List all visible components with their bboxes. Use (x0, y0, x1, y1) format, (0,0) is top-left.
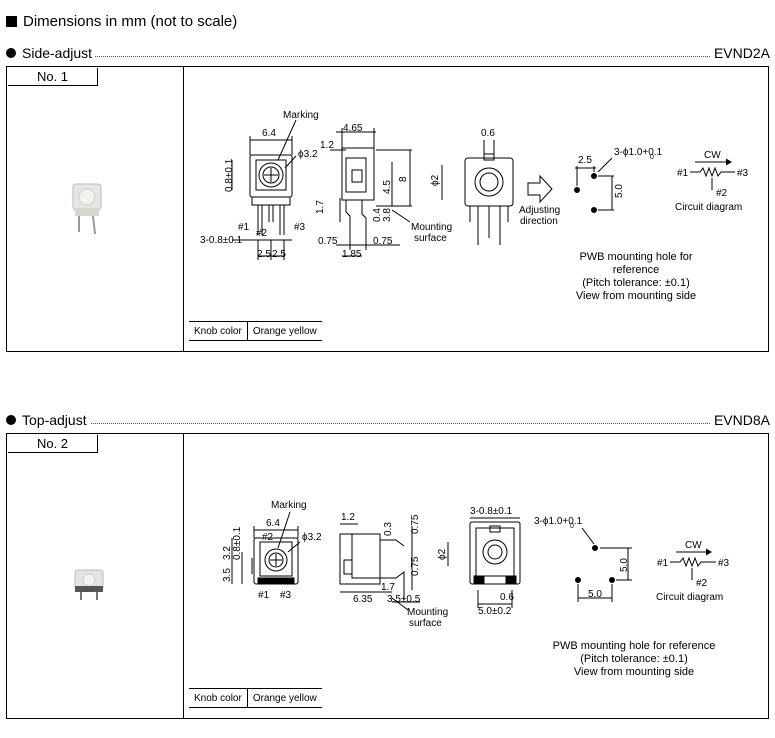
pin-1: #1 (258, 590, 270, 601)
bullet-icon (6, 48, 16, 58)
dim-3-5: 3.5 (222, 568, 233, 582)
knob-color-label: Knob color (189, 688, 248, 708)
adjusting-direction-1: Adjusting (519, 205, 560, 216)
dim-0-8: 0.8±0.1 (224, 158, 235, 192)
dim-2-5a: 2.5 (257, 249, 271, 260)
dim-3-5pm: 3.5±0.5 (387, 594, 421, 605)
mounting-surface-2: surface (414, 233, 447, 244)
panel-divider (183, 67, 184, 351)
knob-color-value: Orange yellow (247, 688, 322, 708)
hole-dim: 3-ϕ1.0+0.1 (534, 516, 583, 527)
hole-dim: 3-ϕ1.0+0.1 (614, 147, 663, 158)
dim-1-2: 1.2 (320, 140, 334, 151)
dim-0-6: 0.6 (500, 592, 514, 603)
product-photo (72, 183, 102, 235)
model-number: EVND8A (713, 412, 770, 428)
dim-0-75a: 0.75 (318, 236, 338, 247)
dim-0-75b: 0.75 (373, 236, 393, 247)
dim-phi3-2: ϕ3.2 (302, 532, 322, 543)
cw-label: CW (685, 540, 702, 551)
hole-5-0b: 5.0 (619, 558, 630, 572)
dim-0-75a: 0.75 (410, 514, 421, 534)
dim-1-7: 1.7 (315, 200, 326, 214)
dim-1-85: 1.85 (342, 249, 362, 260)
dim-pins: 3-0.8±0.1 (200, 235, 243, 246)
dim-4-5: 4.5 (382, 180, 393, 194)
dim-0-4: 0.4 (372, 208, 383, 222)
dim-8: 8 (398, 176, 409, 182)
pin-2: #2 (256, 228, 268, 239)
dim-0-75b: 0.75 (410, 556, 421, 576)
mounting-surface-1: Mounting (407, 607, 448, 618)
dim-phi2: ϕ2 (430, 174, 441, 186)
section-header-top-adjust: Top-adjust EVND8A (6, 412, 770, 428)
knob-color-table: Knob color Orange yellow (189, 321, 322, 341)
dim-3-8: 3.8 (382, 208, 393, 222)
dim-pins: 3-0.8±0.1 (470, 506, 513, 517)
knob-color-table: Knob color Orange yellow (189, 688, 322, 708)
pin-1-circuit: #1 (677, 168, 689, 179)
pin-2: #2 (262, 532, 274, 543)
dim-1-7: 1.7 (381, 582, 395, 593)
hole-2-5: 2.5 (578, 155, 592, 166)
dim-phi2: ϕ2 (437, 548, 448, 560)
section-title: Side-adjust (22, 45, 96, 61)
pin-2-circuit: #2 (716, 188, 728, 199)
section-header-side-adjust: Side-adjust EVND2A (6, 45, 770, 61)
dim-1-2: 1.2 (341, 512, 355, 523)
knob-color-label: Knob color (189, 321, 248, 341)
dim-6-4: 6.4 (266, 518, 280, 529)
page-title: Dimensions in mm (not to scale) (6, 13, 237, 30)
circuit-diagram-label: Circuit diagram (675, 202, 742, 213)
pin-1-circuit: #1 (657, 558, 669, 569)
bullet-icon (6, 415, 16, 425)
knob-color-value: Orange yellow (247, 321, 322, 341)
hole-5-0a: 5.0 (588, 589, 602, 600)
pin-3: #3 (294, 222, 306, 233)
dim-6-35: 6.35 (353, 594, 373, 605)
pin-2-circuit: #2 (696, 578, 708, 589)
dim-0-8: 0.8±0.1 (232, 526, 243, 560)
dim-6-4: 6.4 (262, 128, 276, 139)
product-panel-2: No. 2 Knob color Orange yellow (6, 433, 769, 719)
dim-4-65: 4.65 (343, 123, 363, 134)
product-photo (74, 569, 104, 600)
hole-tol: 0 (570, 523, 574, 530)
item-number: No. 1 (8, 68, 98, 86)
pin-3-circuit: #3 (737, 168, 749, 179)
dotted-leader (22, 423, 710, 424)
adjusting-direction-2: direction (520, 216, 558, 227)
dotted-leader (22, 56, 710, 57)
dim-5-0pm: 5.0±0.2 (478, 606, 512, 617)
dim-0-6: 0.6 (481, 128, 495, 139)
dim-2-5b: 2.5 (272, 249, 286, 260)
section-title: Top-adjust (22, 412, 90, 428)
item-number: No. 2 (8, 435, 98, 453)
dim-phi3-2: ϕ3.2 (298, 149, 318, 160)
hole-5-0: 5.0 (614, 184, 625, 198)
pin-1: #1 (238, 222, 250, 233)
square-bullet-icon (6, 16, 17, 27)
pin-3: #3 (280, 590, 292, 601)
mounting-surface-2: surface (409, 618, 442, 629)
mounting-surface-1: Mounting (411, 222, 452, 233)
model-number: EVND2A (713, 45, 770, 61)
dim-0-3: 0.3 (383, 522, 394, 536)
label-marking: Marking (283, 110, 319, 121)
circuit-diagram-label: Circuit diagram (656, 592, 723, 603)
pwb-note-1: PWB mounting hole for reference (Pitch t… (575, 251, 697, 302)
hole-tol: 0 (650, 154, 654, 161)
pwb-note-2: PWB mounting hole for reference (Pitch t… (552, 640, 716, 678)
label-marking: Marking (271, 500, 307, 511)
panel-divider (183, 434, 184, 718)
cw-label: CW (704, 150, 721, 161)
pin-3-circuit: #3 (718, 558, 730, 569)
product-panel-1: No. 1 Knob color Orange yellow (6, 66, 769, 352)
dim-3-2: 3.2 (222, 546, 233, 560)
